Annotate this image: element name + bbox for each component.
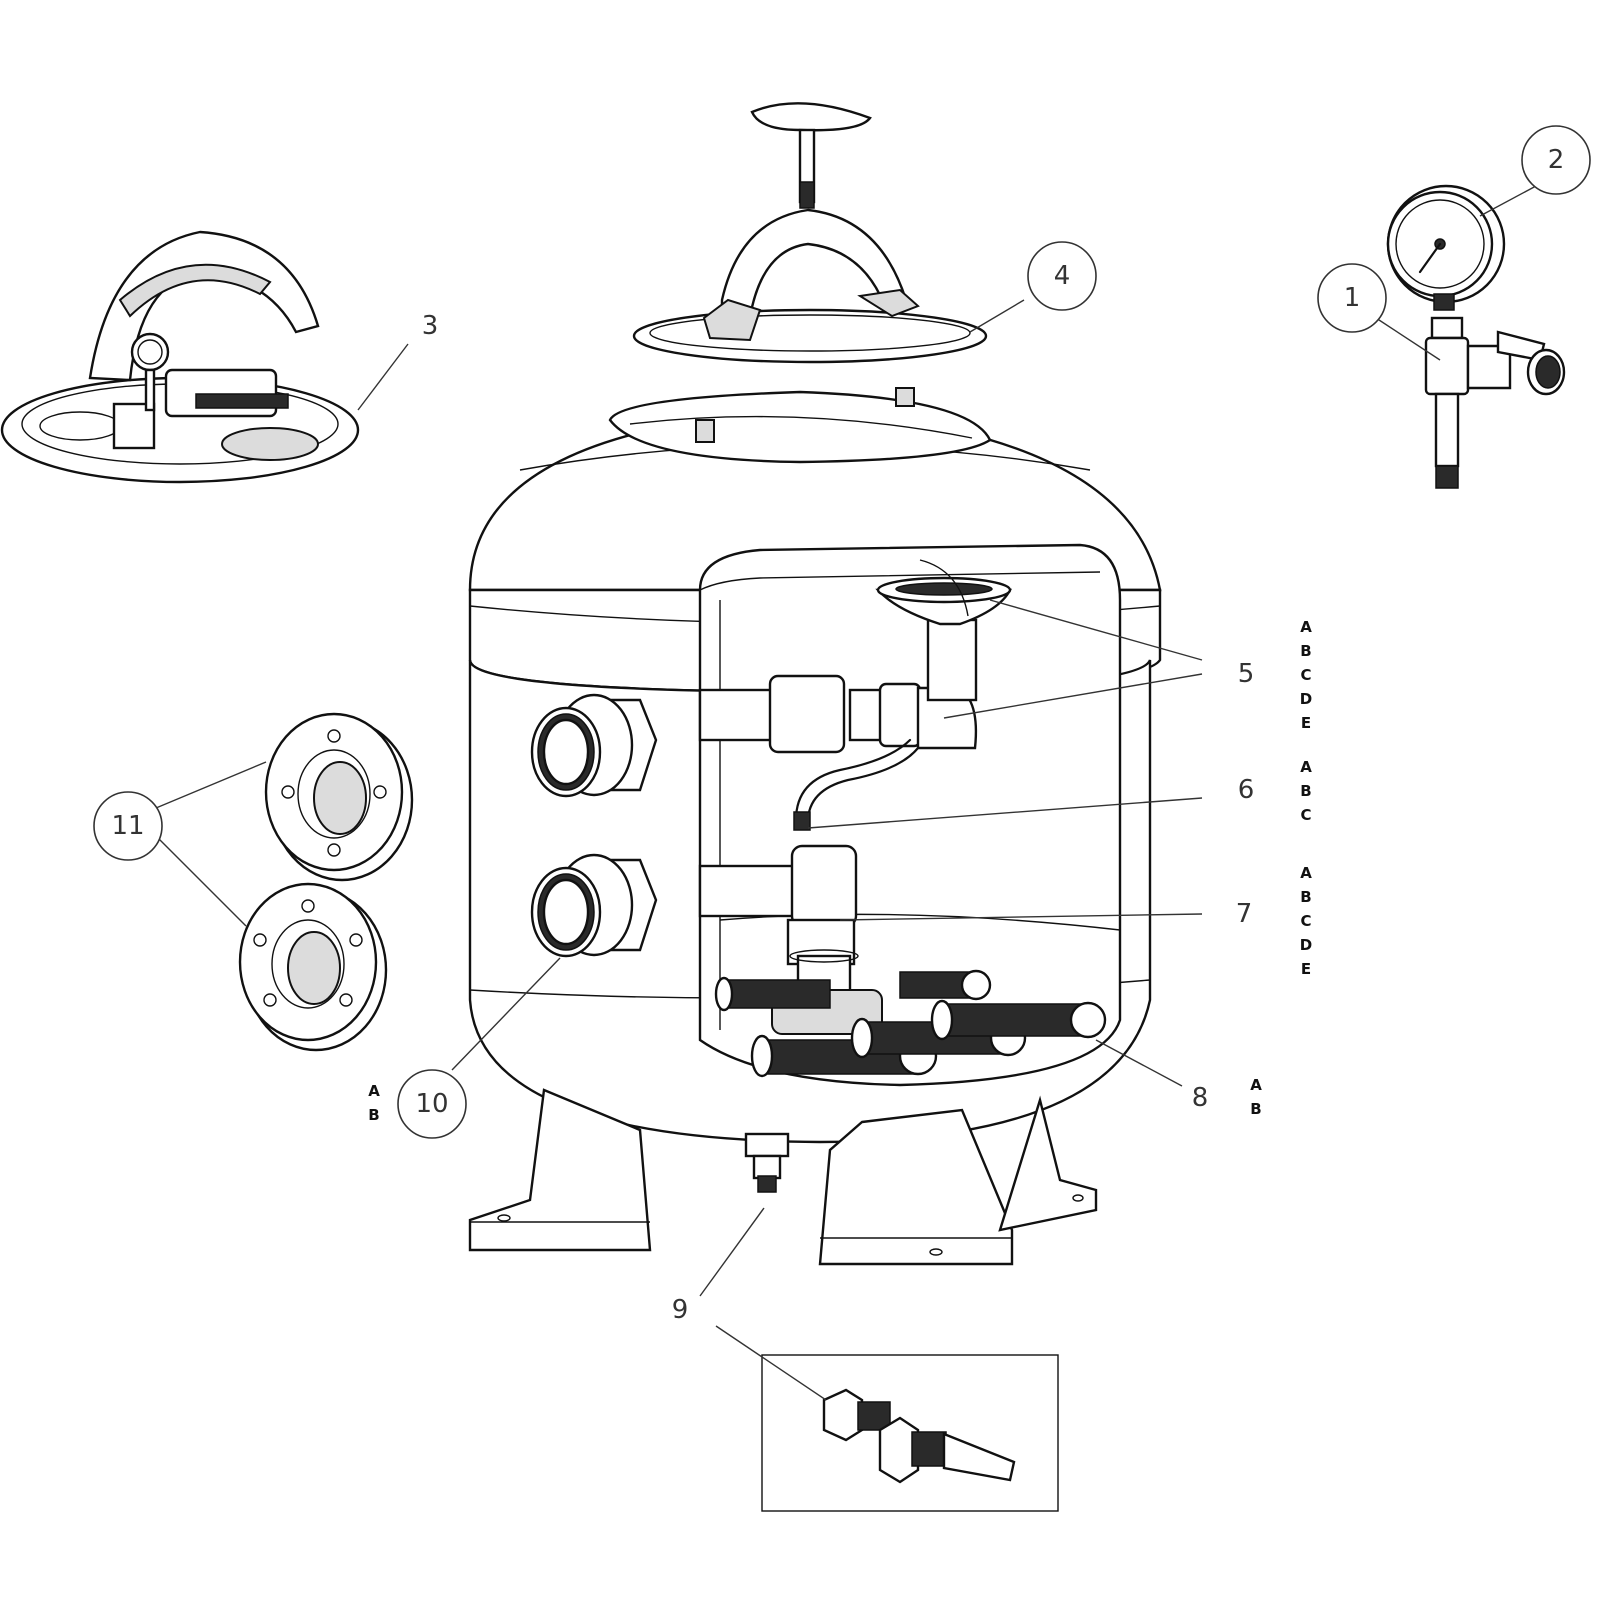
drain-plug-detail: [822, 1388, 891, 1442]
svg-text:4: 4: [1054, 261, 1071, 291]
lateral-5: [899, 969, 992, 1001]
svg-text:8: 8: [1192, 1083, 1209, 1113]
svg-text:B: B: [1250, 1100, 1261, 1118]
svg-text:2: 2: [1548, 145, 1565, 175]
callout-11: 11: [93, 791, 163, 861]
callout-2: 2: [1521, 125, 1591, 195]
tank-legs: [468, 1088, 1098, 1266]
lid-clamp-assembly: [632, 208, 988, 364]
flange-lower: [238, 882, 388, 1052]
svg-text:C: C: [1300, 666, 1311, 684]
callout-4: 4: [1027, 241, 1097, 311]
svg-text:7: 7: [1236, 899, 1253, 929]
callout-3: 3: [422, 311, 439, 341]
svg-text:C: C: [1300, 912, 1311, 930]
union-upper: [530, 693, 658, 798]
variants-8: A B: [1250, 1076, 1262, 1118]
union-lower: [530, 853, 658, 958]
drain-nozzle-detail: [878, 1416, 1016, 1484]
callout-1: 1: [1317, 263, 1387, 333]
variants-10: A B: [368, 1082, 380, 1124]
upper-diffuser-assembly: [698, 559, 1012, 754]
drain-detail-box: [761, 1354, 1059, 1512]
callout-9: 9: [672, 1295, 689, 1325]
flange-upper: [264, 712, 414, 882]
gauge-tee-valve: [1424, 316, 1566, 489]
callout-8: 8: [1192, 1083, 1209, 1113]
svg-text:E: E: [1301, 714, 1311, 732]
callout-6: 6: [1238, 775, 1255, 805]
svg-text:C: C: [1300, 806, 1311, 824]
svg-text:A: A: [1300, 618, 1312, 636]
lateral-4: [714, 976, 831, 1012]
drain-plug: [744, 1132, 790, 1193]
variants-7: A B C D E: [1300, 864, 1312, 978]
svg-text:A: A: [368, 1082, 380, 1100]
leader-lines: [155, 185, 1537, 1401]
lid-knob: [750, 102, 872, 209]
pressure-gauge: [1386, 184, 1506, 311]
lower-pipe-assembly: [698, 844, 859, 1002]
svg-text:3: 3: [422, 311, 439, 341]
svg-text:6: 6: [1238, 775, 1255, 805]
lateral-assembly: [714, 969, 1107, 1078]
svg-text:A: A: [1300, 758, 1312, 776]
callout-7: 7: [1236, 899, 1253, 929]
svg-text:E: E: [1301, 960, 1311, 978]
multiport-valve: [0, 230, 360, 484]
svg-text:5: 5: [1238, 659, 1255, 689]
svg-text:B: B: [368, 1106, 379, 1124]
svg-text:11: 11: [111, 811, 144, 841]
svg-text:9: 9: [672, 1295, 689, 1325]
svg-text:10: 10: [415, 1089, 448, 1119]
svg-text:B: B: [1300, 782, 1311, 800]
svg-text:B: B: [1300, 642, 1311, 660]
variants-5: A B C D E: [1300, 618, 1312, 732]
variants-6: A B C: [1300, 758, 1312, 824]
svg-text:1: 1: [1344, 283, 1361, 313]
svg-text:A: A: [1300, 864, 1312, 882]
callout-10: 10: [397, 1069, 467, 1139]
svg-text:D: D: [1300, 936, 1312, 954]
air-relief-tube: [793, 738, 920, 831]
callout-5: 5: [1238, 659, 1255, 689]
svg-text:B: B: [1300, 888, 1311, 906]
svg-text:A: A: [1250, 1076, 1262, 1094]
svg-text:D: D: [1300, 690, 1312, 708]
lateral-3: [930, 999, 1107, 1041]
